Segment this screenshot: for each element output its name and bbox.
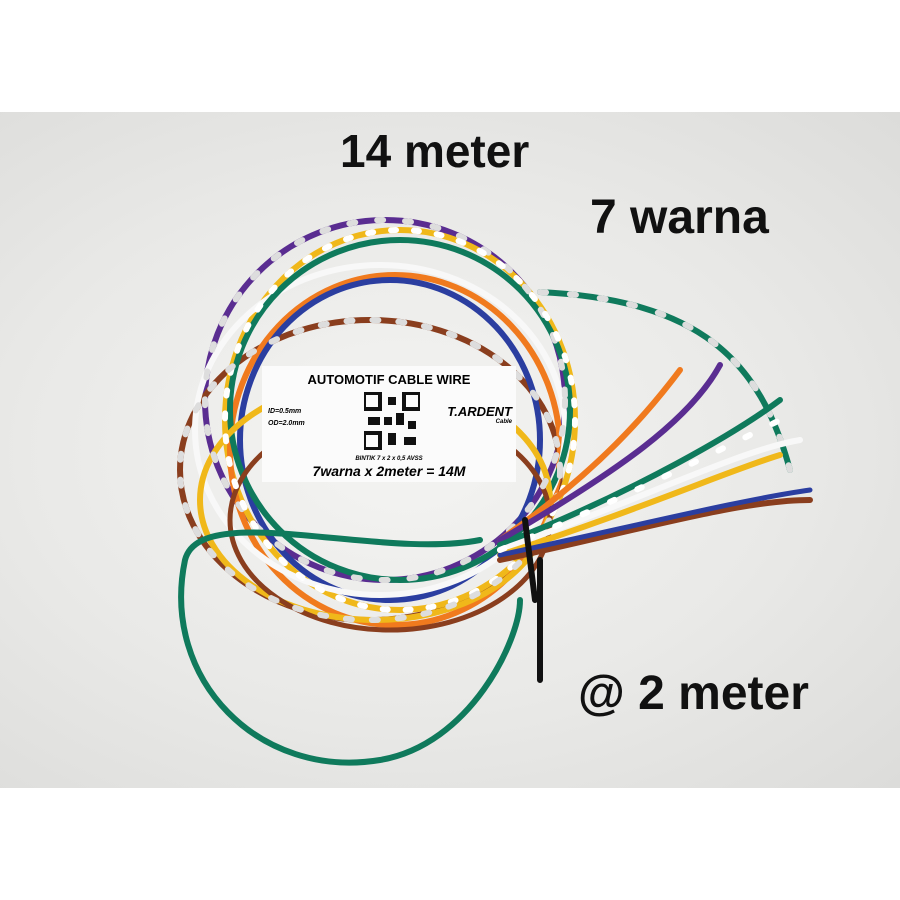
qr-code-icon [364, 392, 420, 450]
cable-tie [522, 517, 543, 683]
caption-per-color: @ 2 meter [578, 667, 809, 720]
label-summary: 7warna x 2meter = 14M [312, 463, 466, 479]
caption-colors: 7 warna [590, 191, 769, 244]
label-bintik: BINTIK 7 x 2 x 0,5 AVSS [355, 456, 423, 462]
label-title: AUTOMOTIF CABLE WIRE [307, 372, 471, 387]
label-od-spec: OD=2.0mm [268, 420, 305, 427]
label-brand: T.ARDENT [447, 404, 512, 419]
product-label: AUTOMOTIF CABLE WIRE ID=0.5mm OD=2.0mm T… [262, 366, 516, 482]
wire-blue [237, 277, 543, 603]
wire-orange [227, 272, 563, 628]
caption-total-length: 14 meter [340, 125, 530, 177]
wire-green-inner [227, 237, 573, 583]
label-id-spec: ID=0.5mm [268, 408, 302, 415]
label-brand-sub: Cable [495, 419, 512, 425]
